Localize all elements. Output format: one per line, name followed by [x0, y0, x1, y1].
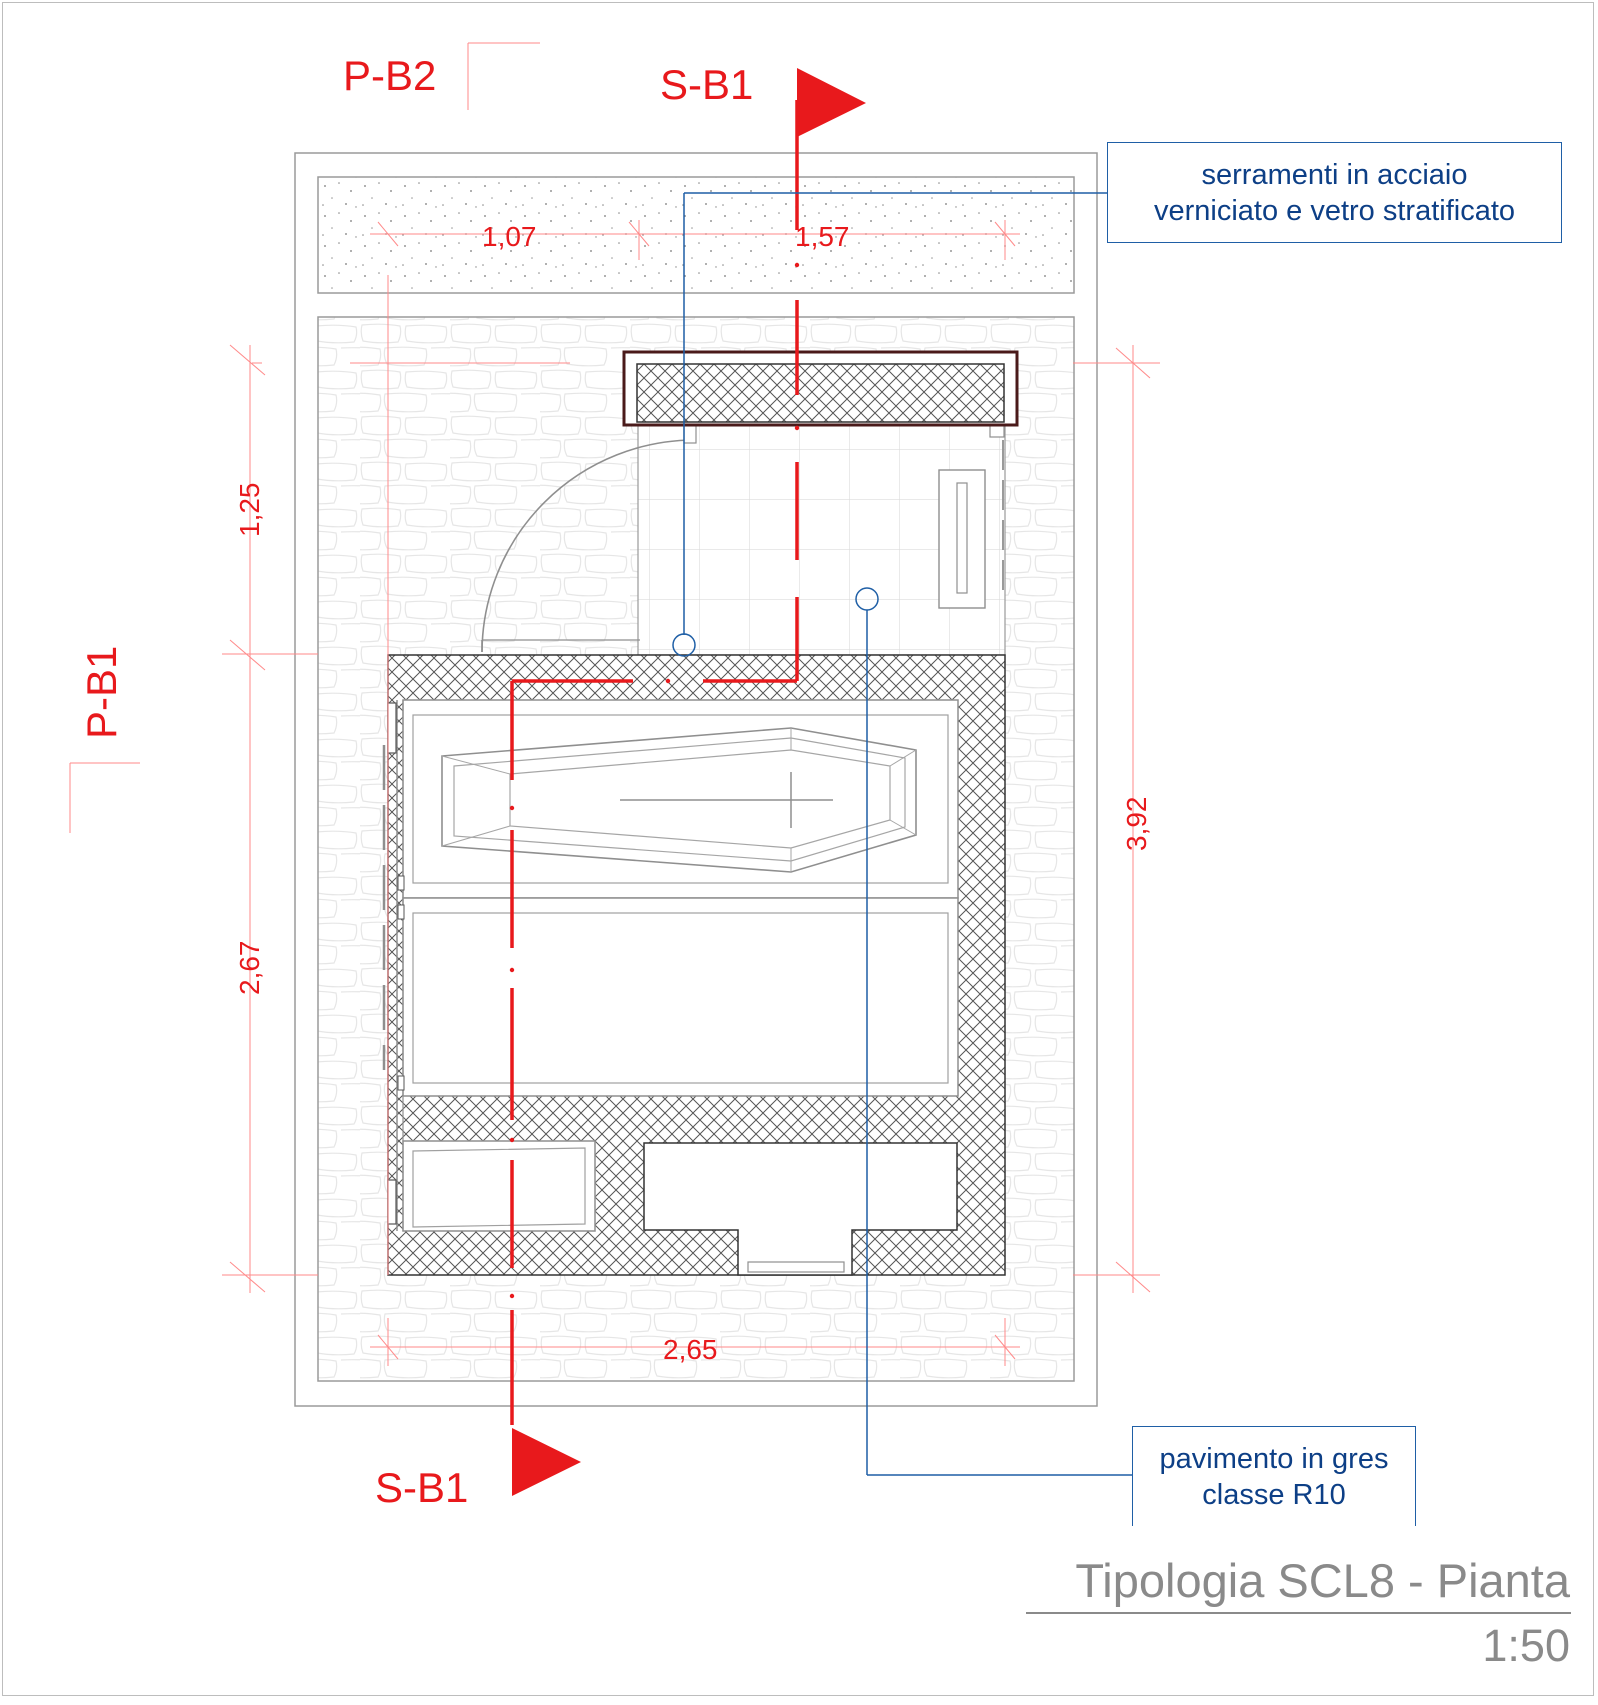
section-arrow-bottom — [512, 1428, 581, 1496]
dimension-top-right: 1,57 — [795, 221, 850, 252]
reference-lines — [69, 42, 1160, 1366]
callout-note-flooring: pavimento in gres classe R10 — [1132, 1426, 1416, 1526]
elevation-label-left: P-B1 — [78, 646, 125, 739]
canopy-hatch — [636, 363, 1005, 423]
gravel-strip — [317, 176, 1075, 294]
ossuary-niche — [402, 1140, 596, 1232]
altar-recess — [643, 1142, 958, 1276]
dimension-top-left: 1,07 — [482, 221, 537, 252]
dimension-right-total: 3,92 — [1121, 797, 1152, 852]
callout-note-flooring-line1: pavimento in gres — [1159, 1442, 1389, 1475]
hinge-upper — [387, 702, 397, 754]
callout-leaders — [672, 192, 1132, 1476]
hinge-lower — [387, 1179, 397, 1225]
section-cut-line — [510, 100, 799, 1425]
callout-note-windows-line1: serramenti in acciaio — [1201, 158, 1468, 191]
elevation-label-top: P-B2 — [343, 52, 436, 99]
dimension-left-upper: 1,25 — [234, 483, 265, 538]
drawing-scale: 1:50 — [1482, 1620, 1570, 1671]
callout-note-windows: serramenti in acciaio verniciato e vetro… — [1107, 142, 1562, 243]
section-label-bottom: S-B1 — [375, 1464, 468, 1511]
callout-note-flooring-line2: classe R10 — [1202, 1478, 1346, 1511]
dimension-left-lower: 2,67 — [234, 941, 265, 996]
door-swing-arc — [481, 439, 696, 653]
drawing-title: Tipologia SCL8 - Pianta — [1075, 1554, 1570, 1607]
callout-note-windows-line2: verniciato e vetro stratificato — [1153, 194, 1516, 227]
title-underline — [1026, 1612, 1571, 1614]
section-label-top: S-B1 — [660, 61, 753, 108]
dimension-bottom-width: 2,65 — [663, 1334, 718, 1365]
section-arrow-top — [797, 68, 866, 137]
